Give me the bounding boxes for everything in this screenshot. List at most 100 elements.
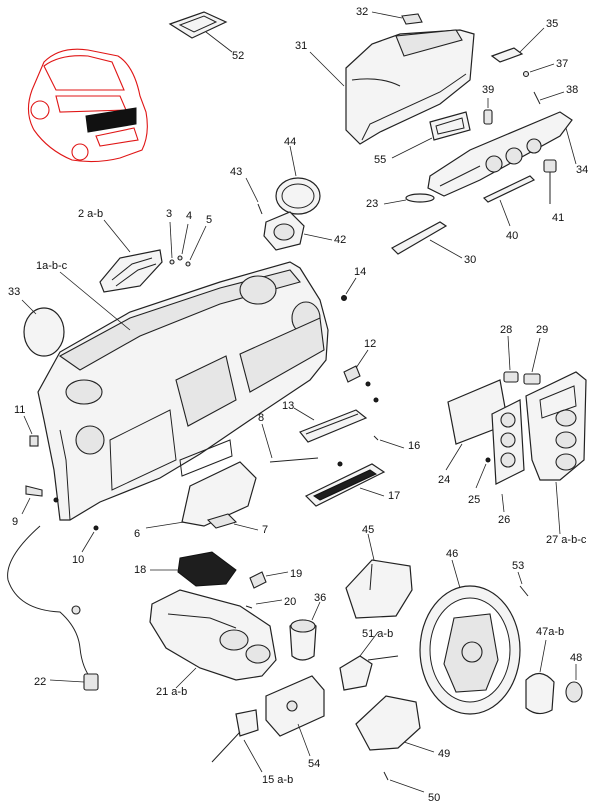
leader-1 <box>59 271 131 331</box>
leader-38 <box>539 91 565 101</box>
leader-7 <box>233 523 259 531</box>
part-36-cup-holder <box>289 619 317 661</box>
leader-2 <box>103 219 131 253</box>
label-5: 5 <box>206 214 213 226</box>
label-47ab: 47a-b <box>536 626 565 638</box>
leader-33 <box>21 299 37 315</box>
label-16: 16 <box>408 440 421 452</box>
label-29: 29 <box>536 324 549 336</box>
part-41-knob <box>543 159 557 204</box>
leader-52 <box>205 31 233 53</box>
label-19: 19 <box>290 568 303 580</box>
leader-22 <box>49 679 85 683</box>
leader-46 <box>451 559 461 589</box>
leader-10 <box>81 531 95 553</box>
part-27-center-bezel <box>525 371 587 481</box>
leader-15 <box>243 739 263 773</box>
part-18-mat <box>177 551 237 587</box>
leader-32 <box>371 11 403 19</box>
label-2ab: 2 a-b <box>78 208 104 220</box>
leader-45 <box>367 533 375 561</box>
part-55-bezel <box>429 111 471 141</box>
leader-53 <box>517 571 523 585</box>
label-45: 45 <box>362 524 375 536</box>
leader-13 <box>293 407 315 421</box>
part-49-lower-shroud <box>355 695 421 751</box>
leader-43 <box>245 177 259 203</box>
part-17-vent <box>304 463 386 507</box>
label-44: 44 <box>284 136 297 148</box>
part-1-dashboard <box>37 261 329 521</box>
part-32-clip <box>401 13 423 25</box>
part-48-ring <box>565 681 583 703</box>
label-21ab: 21 a-b <box>156 686 188 698</box>
leader-55 <box>391 137 433 159</box>
label-37: 37 <box>556 58 569 70</box>
leader-34 <box>565 127 577 165</box>
part-51-stalk-switch <box>339 655 399 691</box>
part-42-speaker <box>263 211 305 251</box>
label-48: 48 <box>570 652 583 664</box>
leader-26 <box>501 493 505 513</box>
label-43: 43 <box>230 166 243 178</box>
label-25: 25 <box>468 494 481 506</box>
leader-44 <box>289 145 297 177</box>
part-12-bracket <box>343 365 379 403</box>
leader-16 <box>379 439 405 449</box>
label-36: 36 <box>314 592 327 604</box>
part-50-screw <box>383 771 389 781</box>
part-39-sensor <box>483 109 493 125</box>
part-20-screw <box>245 605 253 609</box>
leader-11 <box>23 415 33 435</box>
part-54-module <box>265 675 325 737</box>
part-45-column-cover <box>345 559 413 619</box>
part-14-screw <box>341 295 347 301</box>
part-22-cable <box>7 525 99 691</box>
leader-35 <box>519 27 545 53</box>
leader-51 <box>359 631 379 657</box>
leader-29 <box>531 337 541 373</box>
leader-47 <box>539 639 547 673</box>
part-44-speaker-cover <box>275 177 321 215</box>
part-21-console <box>149 589 277 681</box>
leader-19 <box>265 571 289 577</box>
label-1abc: 1a-b-c <box>36 260 68 272</box>
part-43-screw <box>257 203 263 215</box>
part-7-clip <box>206 513 238 529</box>
leader-17 <box>359 487 385 497</box>
part-53-bolt <box>519 585 529 597</box>
label-52: 52 <box>232 50 245 62</box>
part-37-screw <box>522 70 530 78</box>
leader-31 <box>309 51 345 87</box>
part-28-29-switches <box>503 371 541 385</box>
leader-23 <box>383 199 407 205</box>
label-9: 9 <box>12 516 19 528</box>
label-6: 6 <box>134 528 141 540</box>
leader-9 <box>21 497 31 515</box>
part-40-strip <box>482 175 536 203</box>
label-32: 32 <box>356 6 369 18</box>
label-11: 11 <box>14 404 26 416</box>
leader-14 <box>345 277 357 295</box>
part-30-rail <box>391 221 448 255</box>
part-31-glove-box <box>345 29 475 145</box>
part-10-screw <box>93 525 99 531</box>
part-11-clip <box>29 435 39 447</box>
label-17: 17 <box>388 490 401 502</box>
part-25-screw <box>485 457 491 463</box>
label-50: 50 <box>428 792 441 804</box>
label-12: 12 <box>364 338 377 350</box>
car-locator-icon <box>27 48 148 163</box>
label-34: 34 <box>576 164 589 176</box>
part-15-wiper-stalk <box>211 709 259 763</box>
label-53: 53 <box>512 560 525 572</box>
leader-6 <box>145 521 185 529</box>
label-3: 3 <box>166 208 173 220</box>
part-19-holder <box>249 571 267 589</box>
label-38: 38 <box>566 84 579 96</box>
leader-42 <box>303 233 333 241</box>
leader-27 <box>555 481 561 535</box>
leader-25 <box>475 463 487 489</box>
part-6-lower-panel <box>181 461 257 527</box>
